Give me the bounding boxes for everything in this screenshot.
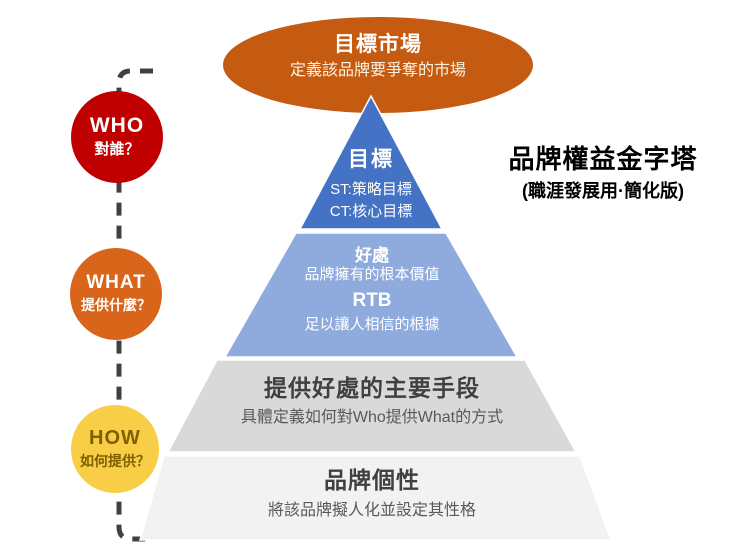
what-circle: [70, 248, 162, 340]
target-market-title: 目標市場: [334, 33, 422, 56]
who-question: 對誰？: [94, 141, 140, 159]
what-marker-label: WHAT 提供什麼？: [56, 271, 176, 314]
objective-layer-label: 目標 ST:策略目標 CT:核心目標: [271, 147, 471, 223]
benefit-title: 好處: [355, 246, 389, 265]
target-market-label: 目標市場 定義該品牌要爭奪的市場: [228, 32, 528, 81]
objective-title: 目標: [348, 148, 394, 171]
who-marker-label: WHO 對誰？: [57, 113, 177, 160]
rtb-title: RTB: [352, 289, 392, 311]
benefit-layer-label: 好處 品牌擁有的根本價值 RTB 足以讓人相信的根據: [222, 246, 522, 334]
how-circle: [71, 405, 159, 493]
who-circle: [71, 91, 163, 183]
who-label: WHO: [89, 114, 145, 137]
means-subtitle: 具體定義如何對Who提供What的方式: [240, 408, 504, 426]
means-title: 提供好處的主要手段: [264, 375, 480, 401]
what-question: 提供什麼？: [81, 296, 151, 313]
slide-subtitle: (職涯發展用·簡化版): [522, 180, 684, 201]
slide-title: 品牌權益金字塔: [508, 144, 698, 174]
objective-sub-line-ct: CT:核心目標: [329, 203, 413, 220]
how-question: 如何提供？: [80, 453, 150, 469]
pyramid-layer-personality: [139, 455, 613, 541]
personality-layer-label: 品牌個性 將該品牌擬人化並設定其性格: [172, 466, 572, 521]
pyramid-layer-means: [166, 359, 578, 453]
benefit-subtitle: 品牌擁有的根本價值: [304, 265, 440, 283]
objective-sub-line-st: ST:策略目標: [330, 181, 412, 199]
means-layer-label: 提供好處的主要手段 具體定義如何對Who提供What的方式: [192, 374, 552, 428]
target-market-ellipse: [223, 17, 533, 113]
personality-subtitle: 將該品牌擬人化並設定其性格: [267, 501, 476, 519]
what-label: WHAT: [86, 272, 146, 293]
how-marker-label: HOW 如何提供？: [55, 426, 175, 471]
target-market-subtitle: 定義該品牌要爭奪的市場: [289, 62, 466, 80]
pyramid-layer-benefit: [223, 232, 519, 358]
how-label: HOW: [89, 427, 141, 449]
slide-heading: 品牌權益金字塔 (職涯發展用·簡化版): [480, 143, 726, 202]
pyramid-layer-objective: [298, 94, 444, 230]
personality-title: 品牌個性: [324, 467, 420, 493]
rtb-subtitle: 足以讓人相信的根據: [304, 315, 440, 333]
